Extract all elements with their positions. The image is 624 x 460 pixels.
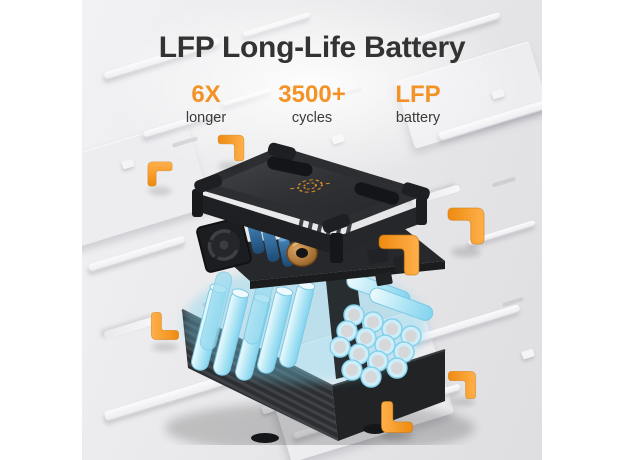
- text-backdrop-halo: [102, 0, 522, 180]
- corner-bumper: [147, 161, 173, 187]
- circuit-pad: [521, 348, 535, 360]
- corner-bumper: [217, 134, 245, 162]
- stats-row: 6X longer 3500+ cycles LFP battery: [82, 82, 542, 126]
- cover-frame: [192, 189, 427, 263]
- wireless-charging-icon: [290, 179, 330, 193]
- stat-cycles: 3500+ cycles: [276, 82, 348, 126]
- cooling-fan-icon: [196, 217, 252, 273]
- battery-cell-ends: [329, 304, 422, 388]
- handle-slots: [267, 156, 400, 205]
- stat-value: 6X: [191, 81, 221, 108]
- stat-longer: 6X longer: [170, 82, 242, 126]
- stat-label: cycles: [291, 110, 333, 127]
- stat-battery: LFP battery: [382, 82, 454, 126]
- product-scene: LFP Long-Life Battery 6X longer 3500+ cy…: [82, 0, 542, 460]
- top-cover: [194, 142, 430, 233]
- headline: LFP Long-Life Battery: [158, 31, 466, 64]
- stat-value: LFP: [395, 81, 441, 108]
- stat-label: longer: [185, 110, 227, 127]
- corner-bumper: [447, 207, 485, 245]
- product-exploded-render: [147, 134, 485, 445]
- corner-bumper: [150, 311, 180, 341]
- stat-label: battery: [395, 110, 441, 127]
- stat-value: 3500+: [278, 81, 346, 108]
- corner-bumper: [447, 370, 477, 400]
